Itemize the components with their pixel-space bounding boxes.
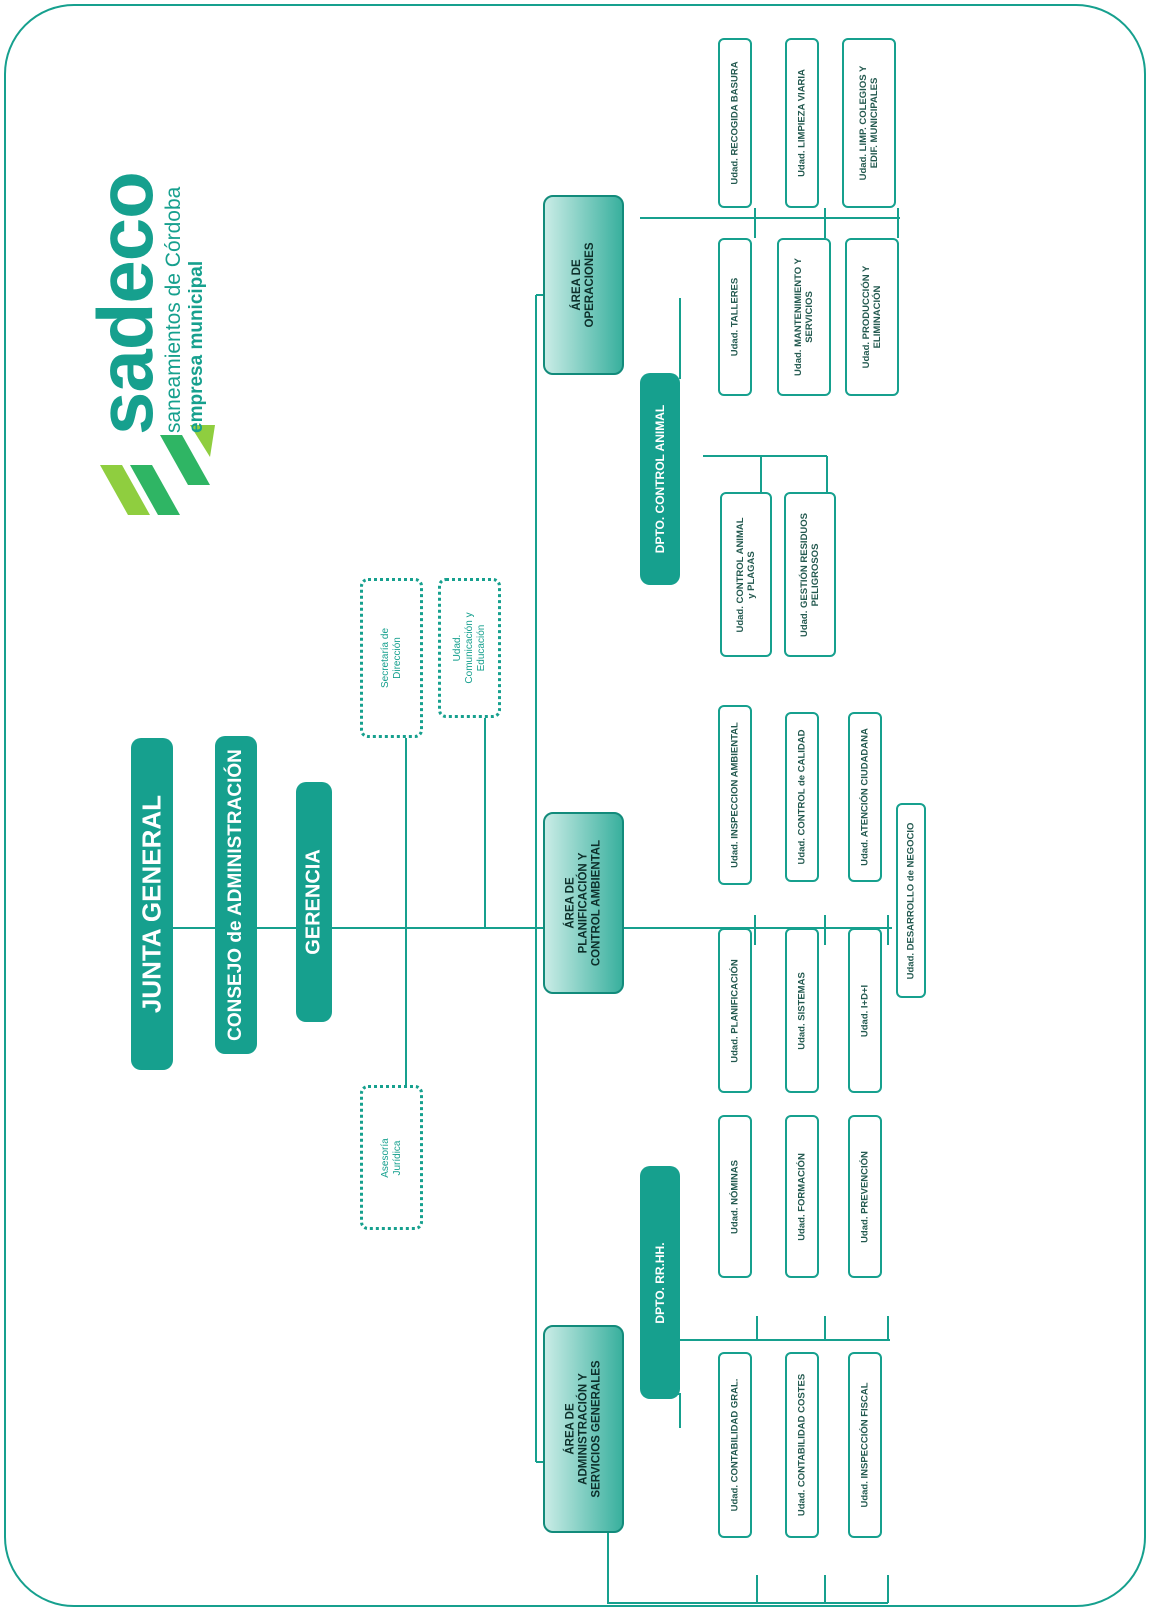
gerencia-label: GERENCIA xyxy=(302,849,325,955)
logo-subtitle: empresa municipal xyxy=(186,260,207,433)
gerencia-box: GERENCIA xyxy=(296,782,332,1022)
udad-idi-box: Udad. I+D+I xyxy=(848,928,882,1093)
asesoria-box: Asesoría Jurídica xyxy=(360,1085,423,1230)
udad-inspeccion-amb-label: Udad. INSPECCION AMBIENTAL xyxy=(729,722,741,868)
udad-nominas-label: Udad. NÓMINAS xyxy=(729,1159,741,1234)
udad-inspeccion-amb-box: Udad. INSPECCION AMBIENTAL xyxy=(718,705,752,885)
secretaria-line2: Dirección xyxy=(391,637,403,679)
sadeco-logo: sadeco saneamientos de Córdoba empresa m… xyxy=(81,95,220,515)
udad-formacion-label: Udad. FORMACIÓN xyxy=(796,1152,808,1241)
secretaria-box: Secretaría de Dirección xyxy=(360,578,423,738)
udad-residuos-box: Udad. GESTIÓN RESIDUOS PELIGROSOS xyxy=(784,492,836,657)
udad-atencion-box: Udad. ATENCIÓN CIUDADANA xyxy=(848,712,882,882)
udad-contab-gral-label: Udad. CONTABILIDAD GRAL. xyxy=(729,1378,741,1512)
page-frame xyxy=(4,4,1146,1607)
udad-produccion-box: Udad. PRODUCCIÓN Y ELIMINACIÓN xyxy=(845,238,899,396)
udad-produccion-line2: ELIMINACIÓN xyxy=(872,285,883,349)
udad-contab-costes-label: Udad. CONTABILIDAD COSTES xyxy=(796,1373,808,1517)
udad-insp-fiscal-label: Udad. INSPECCIÓN FISCAL xyxy=(859,1382,871,1508)
udad-limpieza-label: Udad. LIMPIEZA VIARIA xyxy=(796,69,808,177)
dpto-control-animal-box: DPTO. CONTROL ANIMAL xyxy=(640,373,680,585)
udad-prevencion-box: Udad. PREVENCIÓN xyxy=(848,1115,882,1278)
dpto-rrhh-box: DPTO. RR.HH. xyxy=(640,1166,680,1399)
udad-planificacion-label: Udad. PLANIFICACIÓN xyxy=(729,958,741,1063)
udad-colegios-line1: Udad. LIMP. COLEGIOS Y xyxy=(858,65,869,181)
dpto-rrhh-label: DPTO. RR.HH. xyxy=(653,1241,667,1324)
udad-idi-label: Udad. I+D+I xyxy=(859,984,871,1037)
udad-mantenimiento-line2: SERVICIOS xyxy=(804,291,815,343)
area-administracion-line2: ADMINISTRACIÓN Y xyxy=(577,1373,589,1485)
logo-tagline: saneamientos de Córdoba xyxy=(162,186,185,433)
udad-talleres-box: Udad. TALLERES xyxy=(718,238,752,396)
consejo-label: CONSEJO de ADMINISTRACIÓN xyxy=(225,749,246,1041)
udad-prevencion-label: Udad. PREVENCIÓN xyxy=(859,1150,871,1243)
logo-brand: sadeco xyxy=(81,172,169,435)
udad-contab-gral-box: Udad. CONTABILIDAD GRAL. xyxy=(718,1352,752,1538)
area-administracion-box: ÁREA DE ADMINISTRACIÓN Y SERVICIOS GENER… xyxy=(543,1325,624,1533)
area-planificacion-line1: ÁREA DE xyxy=(564,877,576,929)
udad-contab-costes-box: Udad. CONTABILIDAD COSTES xyxy=(785,1352,819,1538)
udad-control-animal-line1: Udad. CONTROL ANIMAL xyxy=(735,516,746,633)
udad-calidad-box: Udad. CONTROL de CALIDAD xyxy=(785,712,819,882)
udad-mantenimiento-box: Udad. MANTENIMIENTO Y SERVICIOS xyxy=(777,238,831,396)
udad-recogida-label: Udad. RECOGIDA BASURA xyxy=(729,61,741,185)
area-operaciones-box: ÁREA DE OPERACIONES xyxy=(543,195,624,375)
udad-sistemas-box: Udad. SISTEMAS xyxy=(785,928,819,1093)
udad-recogida-box: Udad. RECOGIDA BASURA xyxy=(718,38,752,208)
consejo-box: CONSEJO de ADMINISTRACIÓN xyxy=(215,736,257,1054)
udad-limpieza-box: Udad. LIMPIEZA VIARIA xyxy=(785,38,819,208)
comunicacion-line2: Comunicación y xyxy=(463,612,475,684)
udad-sistemas-label: Udad. SISTEMAS xyxy=(796,971,808,1050)
udad-colegios-box: Udad. LIMP. COLEGIOS Y EDIF. MUNICIPALES xyxy=(842,38,896,208)
area-planificacion-box: ÁREA DE PLANIFICACIÓN Y CONTROL AMBIENTA… xyxy=(543,812,624,994)
udad-residuos-line1: Udad. GESTIÓN RESIDUOS xyxy=(799,512,810,637)
area-planificacion-line2: PLANIFICACIÓN Y xyxy=(577,852,589,954)
udad-produccion-line1: Udad. PRODUCCIÓN Y xyxy=(861,265,872,369)
area-operaciones-line2: OPERACIONES xyxy=(583,242,596,328)
dpto-control-animal-label: DPTO. CONTROL ANIMAL xyxy=(653,404,667,554)
udad-calidad-label: Udad. CONTROL de CALIDAD xyxy=(796,729,808,865)
udad-colegios-line2: EDIF. MUNICIPALES xyxy=(869,77,880,169)
udad-mantenimiento-line1: Udad. MANTENIMIENTO Y xyxy=(793,258,804,376)
udad-control-animal-box: Udad. CONTROL ANIMAL y PLAGAS xyxy=(720,492,772,657)
udad-control-animal-line2: y PLAGAS xyxy=(746,550,757,599)
udad-desarrollo-label: Udad. DESARROLLO de NEGOCIO xyxy=(905,822,917,979)
udad-nominas-box: Udad. NÓMINAS xyxy=(718,1115,752,1278)
area-administracion-line3: SERVICIOS GENERALES xyxy=(590,1360,602,1498)
udad-talleres-label: Udad. TALLERES xyxy=(729,277,741,357)
area-planificacion-line3: CONTROL AMBIENTAL xyxy=(590,839,602,967)
comunicacion-line3: Educación xyxy=(475,624,487,672)
udad-atencion-label: Udad. ATENCIÓN CIUDADANA xyxy=(859,728,871,866)
comunicacion-box: Udad. Comunicación y Educación xyxy=(438,578,501,718)
udad-insp-fiscal-box: Udad. INSPECCIÓN FISCAL xyxy=(848,1352,882,1538)
udad-formacion-box: Udad. FORMACIÓN xyxy=(785,1115,819,1278)
secretaria-line1: Secretaría de xyxy=(379,627,391,689)
junta-general-label: JUNTA GENERAL xyxy=(136,794,167,1014)
junta-general-box: JUNTA GENERAL xyxy=(131,738,173,1070)
area-operaciones-line1: ÁREA DE xyxy=(570,259,583,311)
udad-desarrollo-box: Udad. DESARROLLO de NEGOCIO xyxy=(896,803,926,998)
udad-planificacion-box: Udad. PLANIFICACIÓN xyxy=(718,928,752,1093)
udad-residuos-line2: PELIGROSOS xyxy=(810,543,821,606)
asesoria-line2: Jurídica xyxy=(391,1140,403,1176)
area-administracion-line1: ÁREA DE xyxy=(564,1403,576,1455)
comunicacion-line1: Udad. xyxy=(451,634,463,662)
asesoria-line1: Asesoría xyxy=(379,1137,391,1178)
sadeco-logo-mark xyxy=(100,425,215,515)
